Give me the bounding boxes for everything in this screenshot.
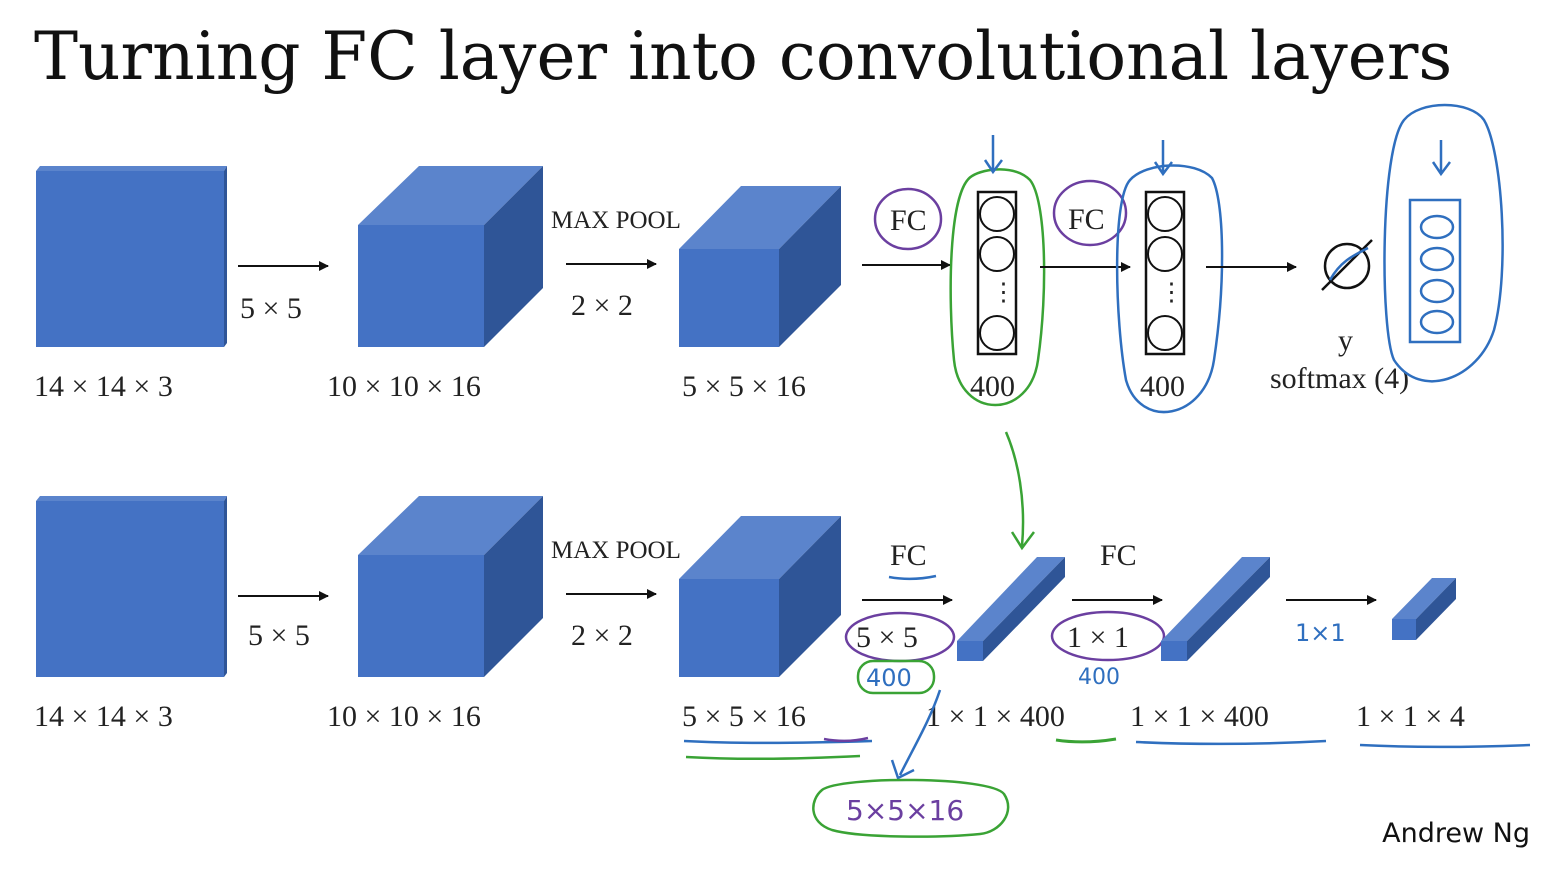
- down-arrow-annotation: [983, 135, 1003, 175]
- size-label: 1 × 1 × 400: [1130, 700, 1269, 733]
- op-label-fc2: FC: [1068, 203, 1105, 236]
- size-label: 10 × 10 × 16: [327, 700, 481, 733]
- green-box-annotation: [812, 778, 1010, 838]
- down-arrow-annotation: [1153, 140, 1173, 177]
- input-volume-bottom: [36, 496, 227, 677]
- op-label-kernel2: 1 × 1: [1067, 621, 1129, 654]
- underline-annotation: [1359, 743, 1531, 749]
- op-label-conv: 5 × 5: [240, 292, 302, 325]
- fc2-as-conv-volume: [1161, 557, 1270, 661]
- op-label-fc: FC: [890, 204, 927, 237]
- green-connector-arrow: [1004, 431, 1035, 551]
- annotation-arrow: [890, 689, 942, 780]
- output-volume: [1392, 578, 1456, 640]
- green-box-annotation: [856, 659, 936, 695]
- pool-volume-top: [679, 186, 841, 347]
- volume-annotation: 5×5×16: [846, 794, 964, 827]
- op-label-pool-size: 2 × 2: [571, 289, 633, 322]
- fc-circle-annotation: [1052, 179, 1128, 247]
- op-label-fc: FC: [890, 539, 927, 572]
- fc2-size-label: 400: [1140, 370, 1185, 403]
- underline-annotation: [1055, 737, 1117, 744]
- circle-annotation: [1050, 610, 1166, 662]
- op-label-pool-size: 2 × 2: [571, 619, 633, 652]
- hand-kernel-annotation: 1×1: [1295, 619, 1346, 647]
- size-label: 5 × 5 × 16: [682, 700, 806, 733]
- conv-volume-bottom: [358, 496, 543, 677]
- conv-volume-top: [358, 166, 543, 347]
- size-label: 1 × 1 × 4: [1356, 700, 1465, 733]
- output-y-label: y: [1338, 324, 1353, 357]
- underline-annotation: [823, 736, 869, 743]
- ellipsis: ⋮: [991, 279, 1016, 306]
- underline-annotation: [685, 754, 861, 761]
- fc-as-conv-volume: [957, 557, 1065, 661]
- op-label-conv: 5 × 5: [248, 619, 310, 652]
- op-label-fc2: FC: [1100, 539, 1137, 572]
- underline-annotation: [1135, 739, 1327, 746]
- op-label-maxpool: MAX POOL: [551, 537, 681, 564]
- filter-count-annotation: 400: [1078, 665, 1120, 690]
- fc-layer-neurons: ⋮: [976, 190, 1018, 356]
- softmax-units-annotation: [1383, 103, 1504, 383]
- softmax-label: softmax (4): [1270, 362, 1409, 395]
- ellipsis: ⋮: [1159, 279, 1184, 306]
- input-volume-top: [36, 166, 227, 347]
- author-credit: Andrew Ng: [1382, 818, 1530, 849]
- fc2-layer-neurons: ⋮: [1144, 190, 1186, 356]
- fc-size-label: 400: [970, 370, 1015, 403]
- size-label: 1 × 1 × 400: [926, 700, 1065, 733]
- size-label: 5 × 5 × 16: [682, 370, 806, 403]
- green-highlight: [949, 168, 1046, 407]
- filter-count-annotation: 400: [866, 664, 912, 692]
- underline-annotation: [888, 574, 937, 581]
- size-label: 10 × 10 × 16: [327, 370, 481, 403]
- op-label-kernel: 5 × 5: [856, 621, 918, 654]
- blue-highlight: [1115, 164, 1224, 414]
- op-label-maxpool: MAX POOL: [551, 207, 681, 234]
- size-label: 14 × 14 × 3: [34, 700, 173, 733]
- output-node: [1321, 239, 1373, 291]
- pool-volume-bottom: [679, 516, 841, 677]
- slide-title: Turning FC layer into convolutional laye…: [34, 18, 1453, 95]
- fc-circle-annotation: [873, 187, 943, 251]
- size-label: 14 × 14 × 3: [34, 370, 173, 403]
